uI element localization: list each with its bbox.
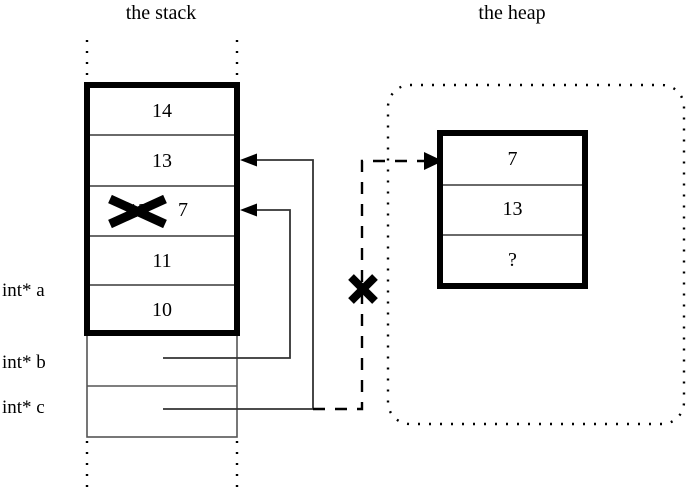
var-label-a: int* a [2,280,45,301]
stack-frame-box [84,82,240,336]
stack-cell-value-10: 10 [152,299,172,321]
heap-cell-value-unknown: ? [508,249,517,271]
stack-cell-value-7-new: 7 [178,199,188,221]
stack-dotted-bottom [85,441,239,489]
heap-title: the heap [478,2,546,24]
stack-cell-value-14: 14 [152,100,172,122]
heap-block [437,130,588,289]
stack-cell-value-13: 13 [152,150,172,172]
heap-cell-value-7: 7 [507,148,518,170]
heap-cell-value-13: 13 [502,198,523,220]
stale-pointer-x-marker [348,274,378,304]
stack-cell-value-11: 11 [152,250,172,272]
stack-dotted-top [85,40,239,85]
struck-value-x-marker [108,194,167,229]
var-label-c: int* c [2,397,45,418]
stack-title: the stack [125,2,197,24]
pointer-line-b [163,203,291,359]
var-label-b: int* b [2,352,46,373]
stack-lower-cells [86,332,238,438]
stale-pointer-dashed-line [313,152,443,411]
stack-cell-value-12-struck: 12 [128,200,148,222]
pointer-line-c [163,153,314,410]
